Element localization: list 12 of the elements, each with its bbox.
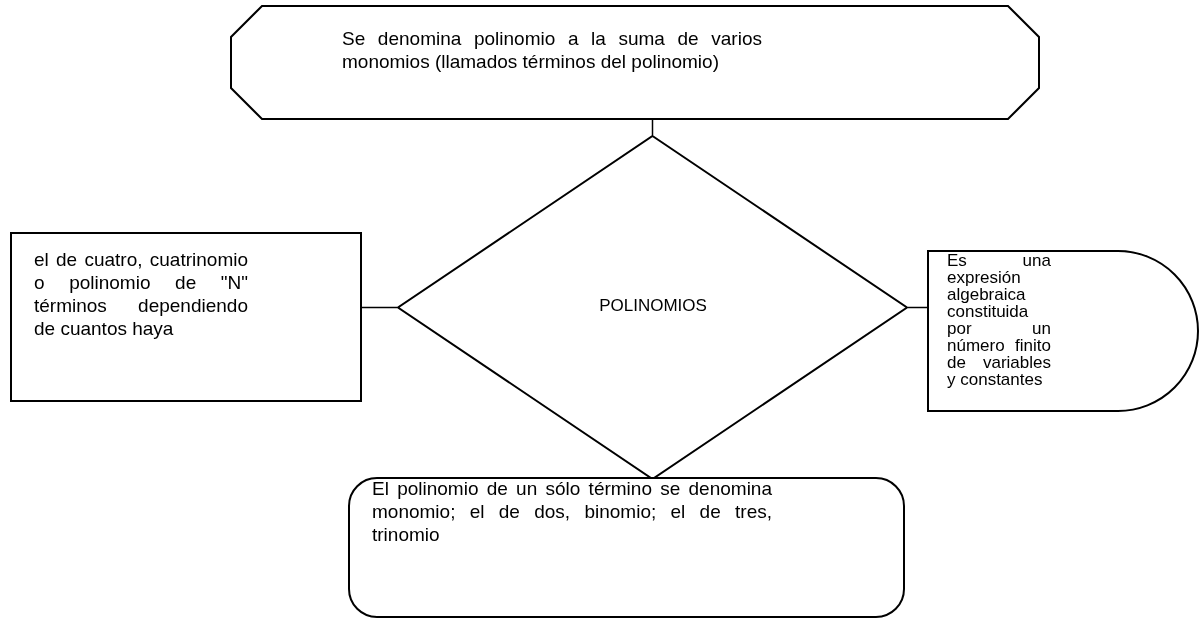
connector-line [651,119,654,136]
decision-diamond [397,135,908,480]
node-text: Se denomina polinomio a la suma de varios monomios (llamados términos del polinomio) [342,27,762,73]
node-text: Es una expresión algebraica constituida por un número finito de variables y constantes [947,252,1051,388]
d-shape-box [927,250,1199,412]
node-text: El polinomio de un sólo término se denomina monomio; el de dos, binomio; el de tres, trinomio [372,477,772,546]
process-box [10,232,362,402]
rounded-box [348,477,905,618]
node-text: el de cuatro, cuatrinomio o polinomio de "N" términos dependiendo de cuantos haya [34,248,248,340]
connector-line [361,306,398,309]
connector-line [907,306,928,309]
node-text: POLINOMIOS [598,295,708,317]
